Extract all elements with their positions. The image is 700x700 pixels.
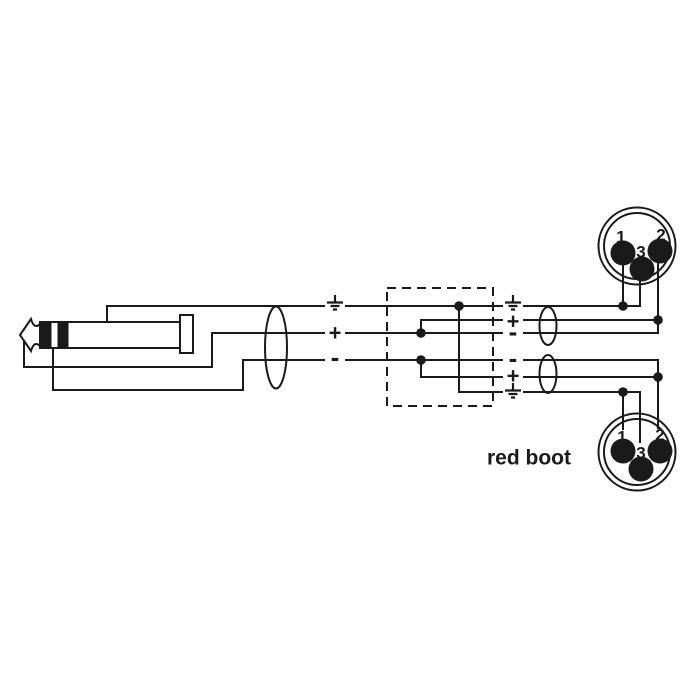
ground-symbol xyxy=(327,295,343,311)
junction-dot xyxy=(653,315,663,325)
xlr-top-outer-ring xyxy=(597,206,677,286)
wire-tip-branch-plus-in-box xyxy=(420,319,503,333)
minus-symbol: - xyxy=(331,342,340,372)
wire-ground-branch-in-box xyxy=(458,306,503,393)
junction-dot xyxy=(618,301,628,311)
xlr-connector-top: 1 2 3 xyxy=(597,206,677,286)
junction-box xyxy=(386,287,494,407)
jack-plug-tip-band xyxy=(41,322,52,348)
minus-symbol: - xyxy=(509,317,518,347)
junction-dot xyxy=(416,328,426,338)
plus-symbol: + xyxy=(507,364,520,389)
xlr-bottom-pin3-label: 3 xyxy=(636,444,645,463)
wires xyxy=(23,253,659,443)
plus-symbol: + xyxy=(507,309,520,334)
xlr-bottom-pin2-label: 2 xyxy=(655,426,664,445)
ground-symbol xyxy=(505,295,521,311)
wire-minus-to-bottom-xlr xyxy=(523,359,659,377)
xlr-bottom-outer-ring xyxy=(597,412,677,492)
jack-plug-ring-band xyxy=(57,322,69,348)
xlr-top-pin3-label: 3 xyxy=(636,243,645,262)
jack-plug xyxy=(18,314,194,354)
xlr-top-pin2 xyxy=(647,238,673,264)
junction-dot xyxy=(454,301,464,311)
junction-dots xyxy=(416,301,663,397)
wire-ring-branch-plus-in-box xyxy=(420,360,503,378)
xlr-top-pin2-label: 2 xyxy=(656,226,665,245)
wire-ground-from-sleeve xyxy=(106,305,325,322)
xlr-bottom-pin1 xyxy=(610,438,636,464)
minus-symbol: - xyxy=(509,343,518,373)
xlr-bottom-pin3 xyxy=(628,456,654,482)
cable-jacket-ellipse-bottom-right xyxy=(538,354,558,394)
junction-dot xyxy=(653,372,663,382)
xlr-top-pin1-label: 1 xyxy=(616,228,625,247)
wire-tip-from-plug xyxy=(23,332,325,368)
xlr-bottom-pin2 xyxy=(647,438,673,464)
ground-symbol xyxy=(505,383,521,399)
wire-ground-to-bottom-xlr-pin3 xyxy=(523,391,641,443)
xlr-top-pin1 xyxy=(610,240,636,266)
wire-ring-from-plug xyxy=(52,348,325,391)
junction-dot xyxy=(618,387,628,397)
cable-jacket-ellipse-top-right xyxy=(538,306,558,346)
wire-minus-to-top-xlr xyxy=(523,320,659,334)
xlr-connector-bottom: 1 2 3 xyxy=(597,412,677,492)
jack-plug-collar xyxy=(179,314,194,354)
junction-dot xyxy=(416,355,426,365)
wire-ground-to-top-xlr-pin3 xyxy=(523,281,641,307)
cable-jacket-ellipse-left xyxy=(264,305,288,390)
xlr-bottom-pin1-label: 1 xyxy=(617,428,626,447)
plus-symbol: + xyxy=(329,321,342,346)
xlr-top-pin3 xyxy=(629,256,655,282)
red-boot-label: red boot xyxy=(487,447,571,470)
